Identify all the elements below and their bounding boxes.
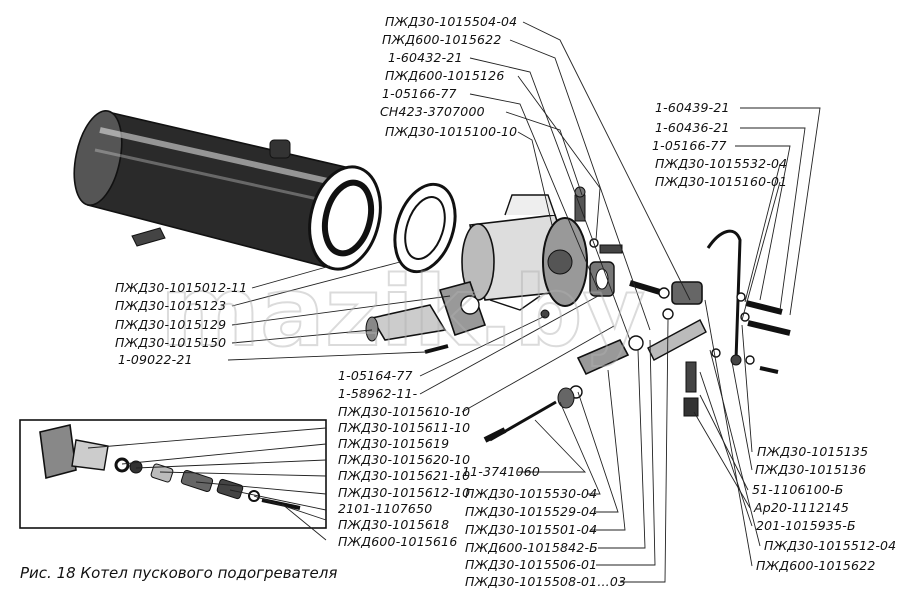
part-label: ПЖД30-1015160-01 xyxy=(655,174,787,189)
part-label: 11-3741060 xyxy=(462,464,540,479)
part-label: ПЖД600-1015622 xyxy=(382,32,501,47)
part-label: 51-1106100-Б xyxy=(752,482,844,497)
part-label: ПЖД30-1015504-04 xyxy=(385,14,517,29)
part-label: СН423-3707000 xyxy=(380,104,485,119)
gasket-ring xyxy=(393,182,457,274)
part-label: ПЖД30-1015529-04 xyxy=(465,504,597,519)
part-label: 1-05166-77 xyxy=(652,138,727,153)
labels-left: ПЖД30-1015012-11 ПЖД30-1015123 ПЖД30-101… xyxy=(115,280,247,367)
part-label: ПЖД600-1015622 xyxy=(756,558,875,573)
part-label: 1-05164-77 xyxy=(338,368,413,383)
heater-head xyxy=(461,194,588,311)
labels-mid: 1-05164-77 1-58962-11- ПЖД30-1015610-10 xyxy=(338,368,470,419)
part-label: ПЖД600-1015616 xyxy=(338,534,457,549)
part-label: ПЖД30-1015610-10 xyxy=(338,404,470,419)
boiler-cylinder xyxy=(73,110,382,271)
part-label: ПЖД30-1015100-10 xyxy=(385,124,517,139)
part-label: ПЖД30-1015508-01...03 xyxy=(465,574,626,589)
washers xyxy=(540,238,755,365)
part-label: ПЖД30-1015620-10 xyxy=(338,452,470,467)
part-label: ПЖД30-1015611-10 xyxy=(338,420,470,435)
exhaust-elbow xyxy=(365,281,487,342)
part-label: ПЖД30-1015150 xyxy=(115,335,226,350)
part-label: ПЖД30-1015512-04 xyxy=(764,538,896,553)
part-label: ПЖД30-1015123 xyxy=(115,298,226,313)
part-label: 1-05166-77 xyxy=(382,86,457,101)
part-label: 1-60436-21 xyxy=(655,120,730,135)
part-label: ПЖД30-1015618 xyxy=(338,517,449,532)
part-label: 1-60432-21 xyxy=(388,50,463,65)
part-label: ПЖД30-1015129 xyxy=(115,317,226,332)
part-label: 201-1015935-Б xyxy=(756,518,856,533)
labels-right-bottom: ПЖД30-1015135 ПЖД30-1015136 51-1106100-Б… xyxy=(752,444,896,573)
labels-right-top: 1-60439-21 1-60436-21 1-05166-77 ПЖД30-1… xyxy=(652,100,787,189)
figure-caption: Рис. 18 Котел пускового подогревателя xyxy=(20,564,337,582)
part-label: ПЖД30-1015532-04 xyxy=(655,156,787,171)
nozzle-valve xyxy=(647,281,707,417)
part-label: ПЖД30-1015619 xyxy=(338,436,449,451)
glow-plug-assembly xyxy=(483,335,644,443)
part-label: ПЖД30-1015501-04 xyxy=(465,522,597,537)
inset-box xyxy=(19,419,327,529)
part-label: ПЖД600-1015126 xyxy=(385,68,504,83)
fuel-tube xyxy=(706,229,742,366)
part-label: ПЖД600-1015842-Б xyxy=(465,540,598,555)
bolts xyxy=(424,280,791,374)
part-label: ПЖД30-1015621-10 xyxy=(338,468,470,483)
part-label: ПЖД30-1015012-11 xyxy=(115,280,247,295)
spark-fitting xyxy=(574,186,623,254)
outlet-flange xyxy=(589,261,615,297)
part-label: 2101-1107650 xyxy=(338,501,432,516)
part-label: ПЖД30-1015530-04 xyxy=(465,486,597,501)
watermark: mazik.by xyxy=(160,256,645,368)
labels-inset: ПЖД30-1015611-10 ПЖД30-1015619 ПЖД30-101… xyxy=(338,420,470,549)
part-label: ПЖД30-1015135 xyxy=(757,444,868,459)
part-label: ПЖД30-1015506-01 xyxy=(465,557,597,572)
part-label: 1-09022-21 xyxy=(118,352,193,367)
labels-top: ПЖД30-1015504-04 ПЖД600-1015622 1-60432-… xyxy=(380,14,517,139)
part-label: Ар20-1112145 xyxy=(753,500,849,515)
part-label: ПЖД30-1015136 xyxy=(755,462,866,477)
labels-bottom-center: 11-3741060 ПЖД30-1015530-04 ПЖД30-101552… xyxy=(462,464,626,589)
leader-lines xyxy=(87,21,821,583)
part-label: ПЖД30-1015612-10 xyxy=(338,485,470,500)
part-label: 1-58962-11- xyxy=(338,386,418,401)
part-label: 1-60439-21 xyxy=(655,100,730,115)
